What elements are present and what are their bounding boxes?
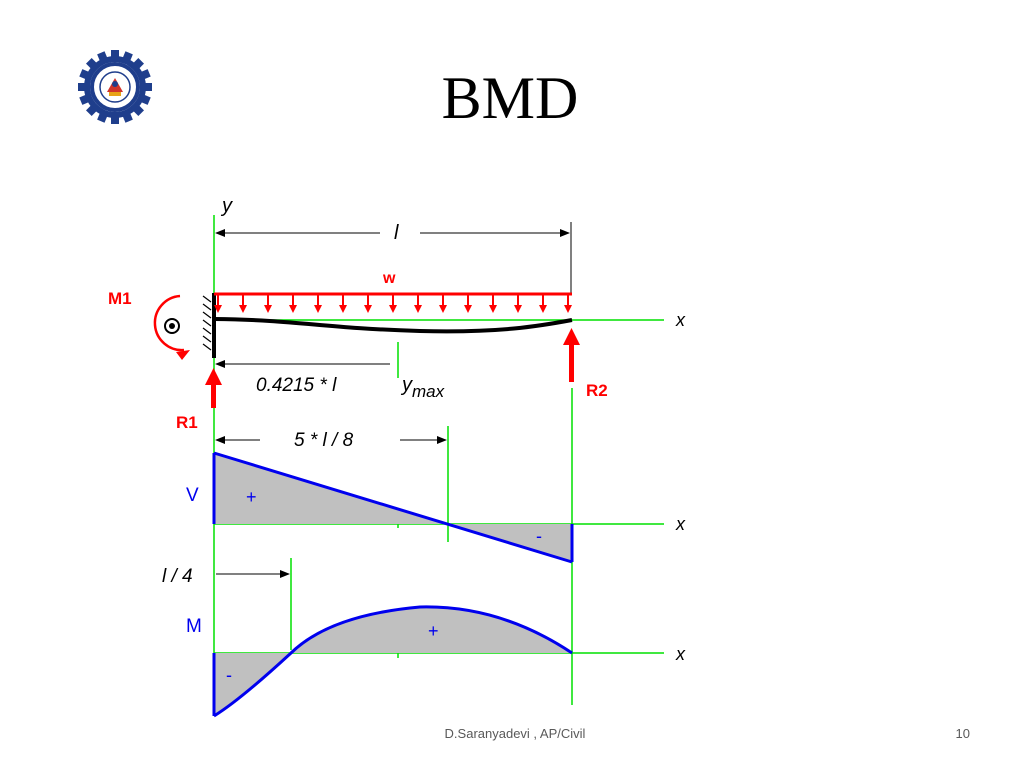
y-axis-label: y bbox=[220, 195, 233, 217]
load-label: w bbox=[382, 270, 396, 287]
moment-positive-area bbox=[291, 606, 572, 653]
fixed-support bbox=[202, 293, 216, 358]
load-arrow-head bbox=[339, 305, 347, 313]
deflection-max-base: y bbox=[400, 374, 413, 396]
footer-author: D.Saranyadevi , AP/Civil bbox=[444, 726, 586, 741]
slide-title: BMD bbox=[441, 65, 579, 131]
load-arrow-head bbox=[464, 305, 472, 313]
moment-x-axis-label: x bbox=[675, 644, 686, 664]
shear-x-axis-label: x bbox=[675, 514, 686, 534]
shear-diagram bbox=[212, 451, 574, 564]
shear-negative-sign: - bbox=[536, 526, 542, 546]
load-arrow-head bbox=[564, 305, 572, 313]
beam-x-axis-label: x bbox=[675, 310, 686, 330]
moment-curve bbox=[213, 605, 573, 718]
deflection-position-label: 0.4215 * l bbox=[256, 375, 337, 396]
reaction-r1-arrowhead bbox=[205, 368, 222, 385]
reaction-r1-arrow bbox=[211, 382, 216, 408]
reaction-r2-arrowhead bbox=[563, 328, 580, 345]
shear-zero-position-label: 5 * l / 8 bbox=[294, 430, 354, 451]
load-arrow-head bbox=[389, 305, 397, 313]
load-arrow-head bbox=[239, 305, 247, 313]
moment-negative-sign: - bbox=[226, 665, 232, 685]
load-arrow-head bbox=[414, 305, 422, 313]
shear-axis-name: V bbox=[186, 485, 199, 506]
college-seal-icon bbox=[76, 48, 154, 126]
load-arrow-head bbox=[489, 305, 497, 313]
load-arrow-head bbox=[539, 305, 547, 313]
moment-axis-name: M bbox=[186, 616, 202, 637]
load-arrow-head bbox=[214, 305, 222, 313]
load-arrow-head bbox=[439, 305, 447, 313]
load-arrow-head bbox=[264, 305, 272, 313]
slide-number: 10 bbox=[955, 726, 970, 741]
span-label: l bbox=[394, 222, 399, 244]
college-seal-graphic bbox=[78, 50, 152, 124]
load-arrow-head bbox=[314, 305, 322, 313]
deflection-max-label: ymax bbox=[400, 374, 445, 401]
shear-line bbox=[213, 451, 573, 564]
dimension-lines bbox=[215, 222, 572, 578]
moment-positive-sign: + bbox=[428, 621, 439, 641]
moment-zero-position-label: l / 4 bbox=[162, 566, 193, 587]
distributed-load bbox=[214, 292, 572, 313]
load-arrow-head bbox=[364, 305, 372, 313]
reaction-arrows bbox=[205, 328, 580, 408]
deflection-max-sub: max bbox=[412, 382, 445, 401]
moment-m1-symbol bbox=[153, 294, 190, 360]
reaction-r1-label: R1 bbox=[176, 413, 198, 432]
shear-positive-sign: + bbox=[246, 487, 257, 507]
load-arrow-head bbox=[289, 305, 297, 313]
moment-diagram bbox=[212, 605, 573, 718]
reaction-r2-arrow bbox=[569, 342, 574, 382]
reaction-r2-label: R2 bbox=[586, 381, 608, 400]
deflected-beam bbox=[213, 317, 573, 334]
load-arrow-head bbox=[514, 305, 522, 313]
moment-m1-label: M1 bbox=[108, 289, 132, 308]
